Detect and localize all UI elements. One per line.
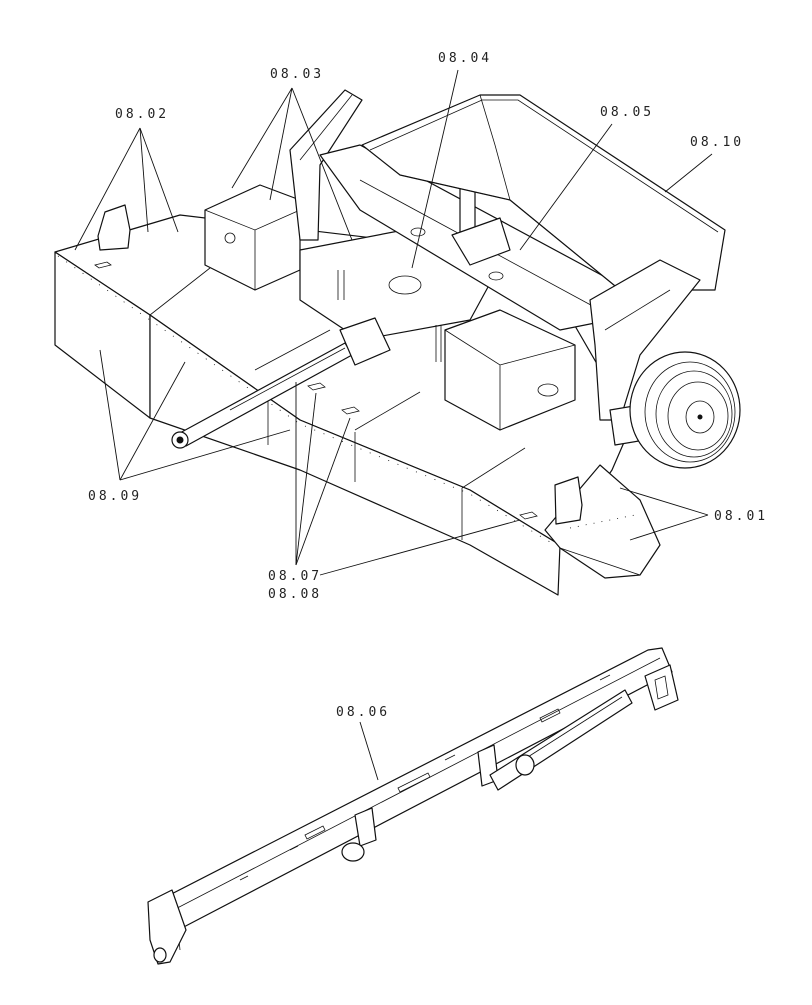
callout-08-08: 08.08 xyxy=(268,587,322,602)
hood-fold xyxy=(479,94,511,201)
rim xyxy=(667,381,729,451)
cylinder-end xyxy=(515,754,535,776)
leader-08-06 xyxy=(359,721,379,781)
wheel-arm xyxy=(589,259,701,421)
hanger-bracket xyxy=(354,807,377,847)
gearbox-edge xyxy=(204,209,301,290)
callout-08-03: 08.03 xyxy=(270,67,324,82)
decal xyxy=(519,511,538,520)
beam-end-cap-left xyxy=(147,889,187,965)
leader-08-04 xyxy=(411,69,459,269)
leader-08-09 xyxy=(119,429,291,481)
decal xyxy=(341,406,360,415)
mower-deck-assembly xyxy=(54,89,741,596)
wheel-arm-edge xyxy=(604,289,671,331)
callout-08-04: 08.04 xyxy=(438,51,492,66)
left-skid-shoe xyxy=(97,204,131,251)
leader-08-09 xyxy=(99,349,121,481)
right-skid-shoe xyxy=(554,476,583,525)
hitch-arm xyxy=(289,89,363,241)
decal xyxy=(307,382,326,391)
leader-lines xyxy=(74,69,713,781)
beam-hole xyxy=(410,227,426,237)
callout-08-01: 08.01 xyxy=(714,509,768,524)
post-base xyxy=(451,217,511,266)
leader-08-03 xyxy=(291,87,353,241)
deck-seam xyxy=(254,329,331,371)
callout-08-10: 08.10 xyxy=(690,135,744,150)
end-cap-hole xyxy=(153,947,167,963)
leader-08-03 xyxy=(269,87,293,201)
leader-08-03 xyxy=(231,87,293,189)
leader-08-02 xyxy=(139,127,179,233)
rear-deflector xyxy=(544,464,661,579)
tire xyxy=(629,351,741,469)
hub-nut xyxy=(697,414,703,420)
tire-tread xyxy=(644,361,736,463)
frame-beam-assembly xyxy=(147,647,679,965)
deck-seam xyxy=(461,447,526,489)
cylinder-end xyxy=(341,842,365,862)
leader-08-01 xyxy=(619,487,709,516)
frame-beam-edge xyxy=(157,657,661,919)
beam-detail xyxy=(239,674,611,881)
end-cap-bolt xyxy=(654,675,669,700)
leader-08-08 xyxy=(319,519,521,576)
decal xyxy=(94,261,112,269)
hood-inner-edge xyxy=(369,99,719,233)
inspection-port xyxy=(537,383,559,397)
frame-beam xyxy=(149,647,673,931)
pto-yoke-center xyxy=(176,436,184,444)
tire-tread xyxy=(655,370,733,458)
beam-slot xyxy=(539,708,561,723)
center-hole xyxy=(388,275,422,295)
leader-08-07 xyxy=(295,417,351,566)
right-gearbox-housing xyxy=(444,309,576,431)
hub xyxy=(685,400,715,434)
frame-pin xyxy=(435,325,442,362)
leader-08-10 xyxy=(664,153,713,193)
deck-seam xyxy=(354,391,421,431)
beam-slot xyxy=(397,772,431,793)
inspection-port xyxy=(224,232,236,244)
frame-pin xyxy=(337,270,345,300)
callout-08-02: 08.02 xyxy=(115,107,169,122)
cylinder-rod xyxy=(519,696,623,763)
drive-shaft-inner xyxy=(229,347,346,411)
gearbox-edge xyxy=(444,329,576,430)
callout-labels: 08.02 08.03 08.04 08.05 08.10 08.01 08.0… xyxy=(88,51,768,720)
drive-shaft-coupler xyxy=(339,317,391,366)
deck-seam xyxy=(149,267,211,316)
leader-08-07 xyxy=(295,392,317,566)
callout-08-09: 08.09 xyxy=(88,489,142,504)
leader-08-05 xyxy=(519,123,613,251)
leader-08-02 xyxy=(74,127,141,251)
leader-08-02 xyxy=(139,127,149,233)
leader-08-09 xyxy=(119,361,186,481)
deflector-edge xyxy=(559,547,641,576)
wheel xyxy=(629,351,741,469)
beam-hole xyxy=(488,271,504,281)
callout-08-07: 08.07 xyxy=(268,569,322,584)
callout-08-05: 08.05 xyxy=(600,105,654,120)
beam-end-cap-right xyxy=(644,664,679,711)
beam-slot xyxy=(304,825,326,840)
leader-08-01 xyxy=(629,514,709,541)
callout-08-06: 08.06 xyxy=(336,705,390,720)
hitch-arm-edge xyxy=(299,94,353,161)
